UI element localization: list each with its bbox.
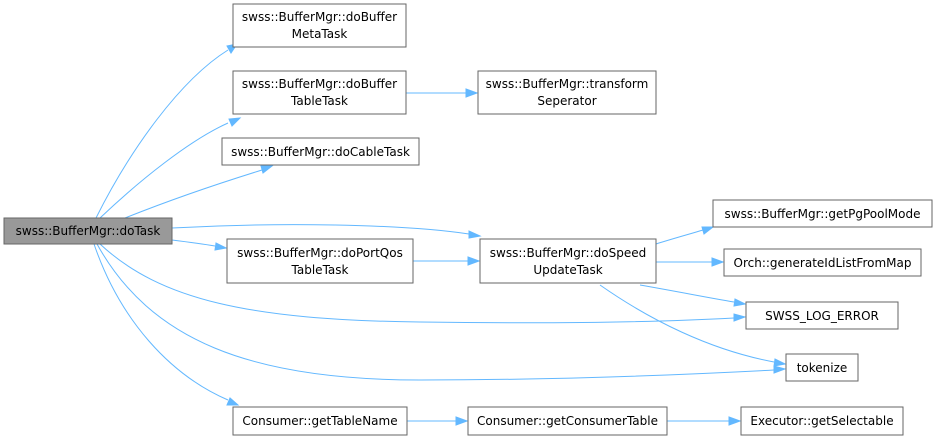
edge-root-to-logerr [99, 243, 735, 324]
node-consumer-getconsumertable-label: Consumer::getConsumerTable [477, 414, 658, 428]
node-executor-getselectable-label: Executor::getSelectable [750, 414, 893, 428]
node-consumer-gettablename[interactable]: Consumer::getTableName [232, 406, 408, 436]
node-buffermgr-dobuffertabletask-label-line1: swss::BufferMgr::doBuffer [242, 77, 397, 91]
node-buffermgr-dobuffermetatask-box [232, 3, 407, 48]
edge-root-to-cable-arrow [260, 165, 274, 174]
node-tokenize[interactable]: tokenize [785, 353, 859, 382]
edge-root-to-meta [95, 49, 229, 219]
node-buffermgr-dospeedupdatetask-label-line2: UpdateTask [533, 263, 602, 277]
edge-root-to-tokenize [96, 243, 775, 381]
node-buffermgr-transformseperator-label-line1: swss::BufferMgr::transform [486, 77, 649, 91]
node-buffermgr-dobuffermetatask-label-line1: swss::BufferMgr::doBuffer [242, 10, 397, 24]
node-buffermgr-doportqostabletask-box [226, 238, 414, 284]
node-buffermgr-dobuffertabletask-box [232, 70, 407, 115]
node-buffermgr-doportqostabletask[interactable]: swss::BufferMgr::doPortQos TableTask [226, 238, 414, 284]
node-tokenize-label: tokenize [797, 361, 848, 375]
node-buffermgr-dotask[interactable]: swss::BufferMgr::doTask [3, 217, 173, 245]
node-buffermgr-docabletask-label: swss::BufferMgr::doCableTask [231, 145, 410, 159]
node-buffermgr-doportqostabletask-label-line2: TableTask [291, 263, 349, 277]
node-executor-getselectable[interactable]: Executor::getSelectable [740, 406, 904, 436]
node-buffermgr-dospeedupdatetask-label-line1: swss::BufferMgr::doSpeed [490, 246, 646, 260]
edge-root-to-tokenize-arrow [773, 365, 787, 374]
node-buffermgr-dobuffertabletask[interactable]: swss::BufferMgr::doBuffer TableTask [232, 70, 407, 115]
node-buffermgr-transformseperator-label-line2: Seperator [537, 94, 596, 108]
edge-speed-to-tokenize [599, 284, 775, 363]
node-buffermgr-dospeedupdatetask-box [479, 238, 657, 284]
call-edges [93, 43, 787, 426]
node-buffermgr-getpgpoolmode[interactable]: swss::BufferMgr::getPgPoolMode [712, 199, 933, 228]
edge-root-to-table-arrow [228, 117, 242, 127]
edge-speed-to-logerr-arrow [733, 298, 747, 307]
node-buffermgr-docabletask[interactable]: swss::BufferMgr::doCableTask [221, 137, 420, 166]
edge-root-to-table [99, 122, 229, 219]
node-buffermgr-dobuffertabletask-label-line2: TableTask [290, 94, 348, 108]
edge-consumertable-to-selectable-arrow [728, 416, 742, 426]
node-consumer-gettablename-label: Consumer::getTableName [242, 414, 397, 428]
node-orch-generateidlistfrommap[interactable]: Orch::generateIdListFromMap [723, 248, 922, 277]
node-buffermgr-doportqostabletask-label-line1: swss::BufferMgr::doPortQos [237, 246, 403, 260]
node-tokenize-box [785, 353, 859, 382]
edge-speed-to-pgpool-arrow [701, 226, 715, 235]
edge-speed-to-pgpool [655, 229, 704, 245]
node-buffermgr-dobuffermetatask-label-line2: MetaTask [292, 27, 348, 41]
node-buffermgr-getpgpoolmode-box [712, 199, 933, 228]
edge-root-to-tablename [93, 243, 229, 401]
node-buffermgr-dotask-box [3, 217, 173, 245]
node-orch-generateidlistfrommap-box [723, 248, 922, 277]
node-buffermgr-dospeedupdatetask[interactable]: swss::BufferMgr::doSpeed UpdateTask [479, 238, 657, 284]
node-buffermgr-dobuffermetatask[interactable]: swss::BufferMgr::doBuffer MetaTask [232, 3, 407, 48]
node-consumer-getconsumertable[interactable]: Consumer::getConsumerTable [467, 406, 668, 436]
node-buffermgr-docabletask-box [221, 137, 420, 166]
node-orch-generateidlistfrommap-label: Orch::generateIdListFromMap [734, 256, 912, 270]
node-consumer-gettablename-box [232, 406, 408, 436]
node-buffermgr-getpgpoolmode-label: swss::BufferMgr::getPgPoolMode [725, 207, 921, 221]
edge-speed-to-tokenize-arrow [773, 358, 787, 367]
node-swss-log-error[interactable]: SWSS_LOG_ERROR [745, 301, 899, 330]
edge-speed-to-logerr [639, 284, 735, 303]
node-buffermgr-transformseperator[interactable]: swss::BufferMgr::transform Seperator [477, 70, 657, 115]
edge-root-to-tablename-arrow [226, 397, 240, 406]
node-swss-log-error-label: SWSS_LOG_ERROR [765, 309, 879, 323]
edge-root-to-speed [171, 224, 470, 235]
node-buffermgr-dotask-label: swss::BufferMgr::doTask [16, 224, 161, 238]
edge-table-to-transform-arrow [465, 88, 479, 98]
edge-root-to-portqos-arrow [214, 242, 228, 251]
edge-root-to-speed-arrow [468, 230, 482, 239]
edge-root-to-logerr-arrow [733, 313, 747, 322]
node-swss-log-error-box [745, 301, 899, 330]
node-executor-getselectable-box [740, 406, 904, 436]
edge-tablename-to-consumertable-arrow [455, 416, 469, 426]
edge-portqos-to-speed-arrow [467, 256, 481, 266]
node-buffermgr-transformseperator-box [477, 70, 657, 115]
call-nodes: swss::BufferMgr::doTask swss::BufferMgr:… [3, 3, 933, 436]
edge-root-to-portqos [171, 239, 216, 247]
node-consumer-getconsumertable-box [467, 406, 668, 436]
edge-root-to-cable [124, 169, 263, 219]
edge-speed-to-genid-arrow [711, 257, 725, 267]
